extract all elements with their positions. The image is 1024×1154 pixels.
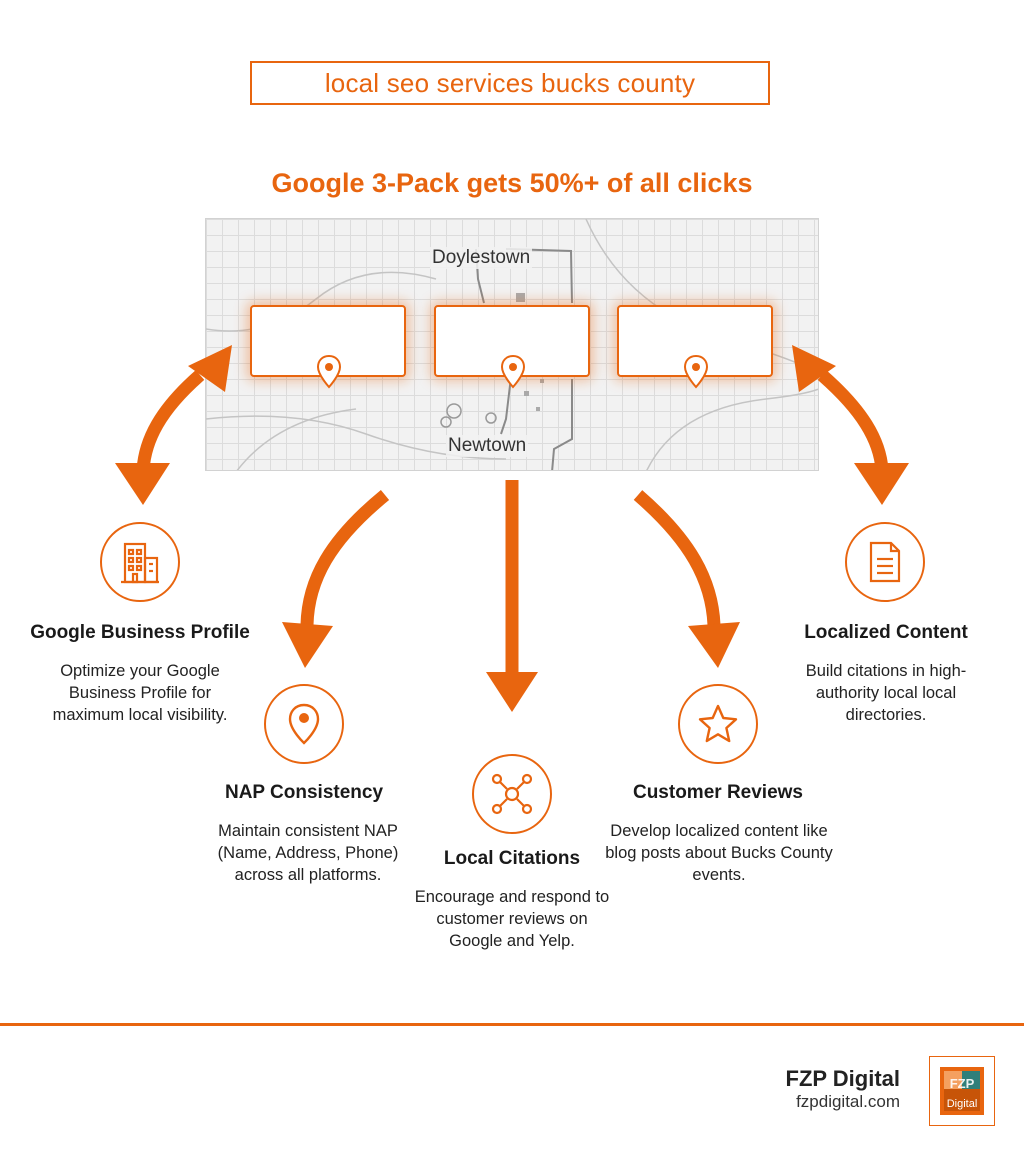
headline: Google 3-Pack gets 50%+ of all clicks xyxy=(271,168,753,198)
arrow-to-localized-content xyxy=(817,370,889,471)
map-pin-icon xyxy=(316,355,342,389)
arrow-to-reviews xyxy=(633,490,721,626)
feature-desc-business-profile: Optimize your Google Business Profile fo… xyxy=(52,662,228,724)
reviews-icon-circle xyxy=(678,684,758,764)
content-icon-circle xyxy=(845,522,925,602)
arrow-to-nap xyxy=(300,489,390,626)
arrow-to-business-profile xyxy=(136,370,205,471)
location-pin-icon xyxy=(288,703,320,745)
feature-desc-nap: Maintain consistent NAP (Name, Address, … xyxy=(217,822,399,884)
map-roads xyxy=(206,219,818,470)
map-listing-2 xyxy=(434,305,590,389)
feature-title-localized-content: Localized Content xyxy=(804,622,968,643)
feature-title-citations: Local Citations xyxy=(443,848,581,869)
map-pin-icon xyxy=(683,355,709,389)
fzp-digital-logo: FZP Digital xyxy=(929,1056,995,1126)
brand-url[interactable]: fzpdigital.com xyxy=(796,1092,900,1111)
nap-icon-circle xyxy=(264,684,344,764)
feature-desc-localized-content: Build citations in high-authority local … xyxy=(805,662,967,724)
feature-desc-reviews: Develop localized content like blog post… xyxy=(605,822,833,884)
keyword-box: local seo services bucks county xyxy=(250,61,770,105)
fzp-logo-mark: FZP Digital xyxy=(940,1067,984,1115)
business-profile-icon-circle xyxy=(100,522,180,602)
keyword-text: local seo services bucks county xyxy=(324,67,696,98)
map-listing-1 xyxy=(250,305,406,389)
building-icon xyxy=(121,542,159,584)
feature-desc-citations: Encourage and respond to customer review… xyxy=(414,888,610,950)
map-pin-icon xyxy=(500,355,526,389)
star-icon xyxy=(698,704,738,743)
feature-title-business-profile: Google Business Profile xyxy=(30,622,250,643)
footer-divider xyxy=(0,1023,1024,1026)
network-icon xyxy=(491,773,533,815)
citations-icon-circle xyxy=(472,754,552,834)
map-panel: Doylestown Newtown xyxy=(205,218,819,471)
svg-text:Digital: Digital xyxy=(947,1098,978,1110)
feature-title-nap: NAP Consistency xyxy=(224,782,384,803)
map-listing-3 xyxy=(617,305,773,389)
town-label-doylestown: Doylestown xyxy=(430,247,533,269)
feature-title-reviews: Customer Reviews xyxy=(632,782,803,803)
brand-name: FZP Digital xyxy=(785,1066,901,1091)
svg-text:FZP: FZP xyxy=(950,1076,975,1091)
document-icon xyxy=(869,541,901,583)
town-label-newtown: Newtown xyxy=(446,435,529,457)
